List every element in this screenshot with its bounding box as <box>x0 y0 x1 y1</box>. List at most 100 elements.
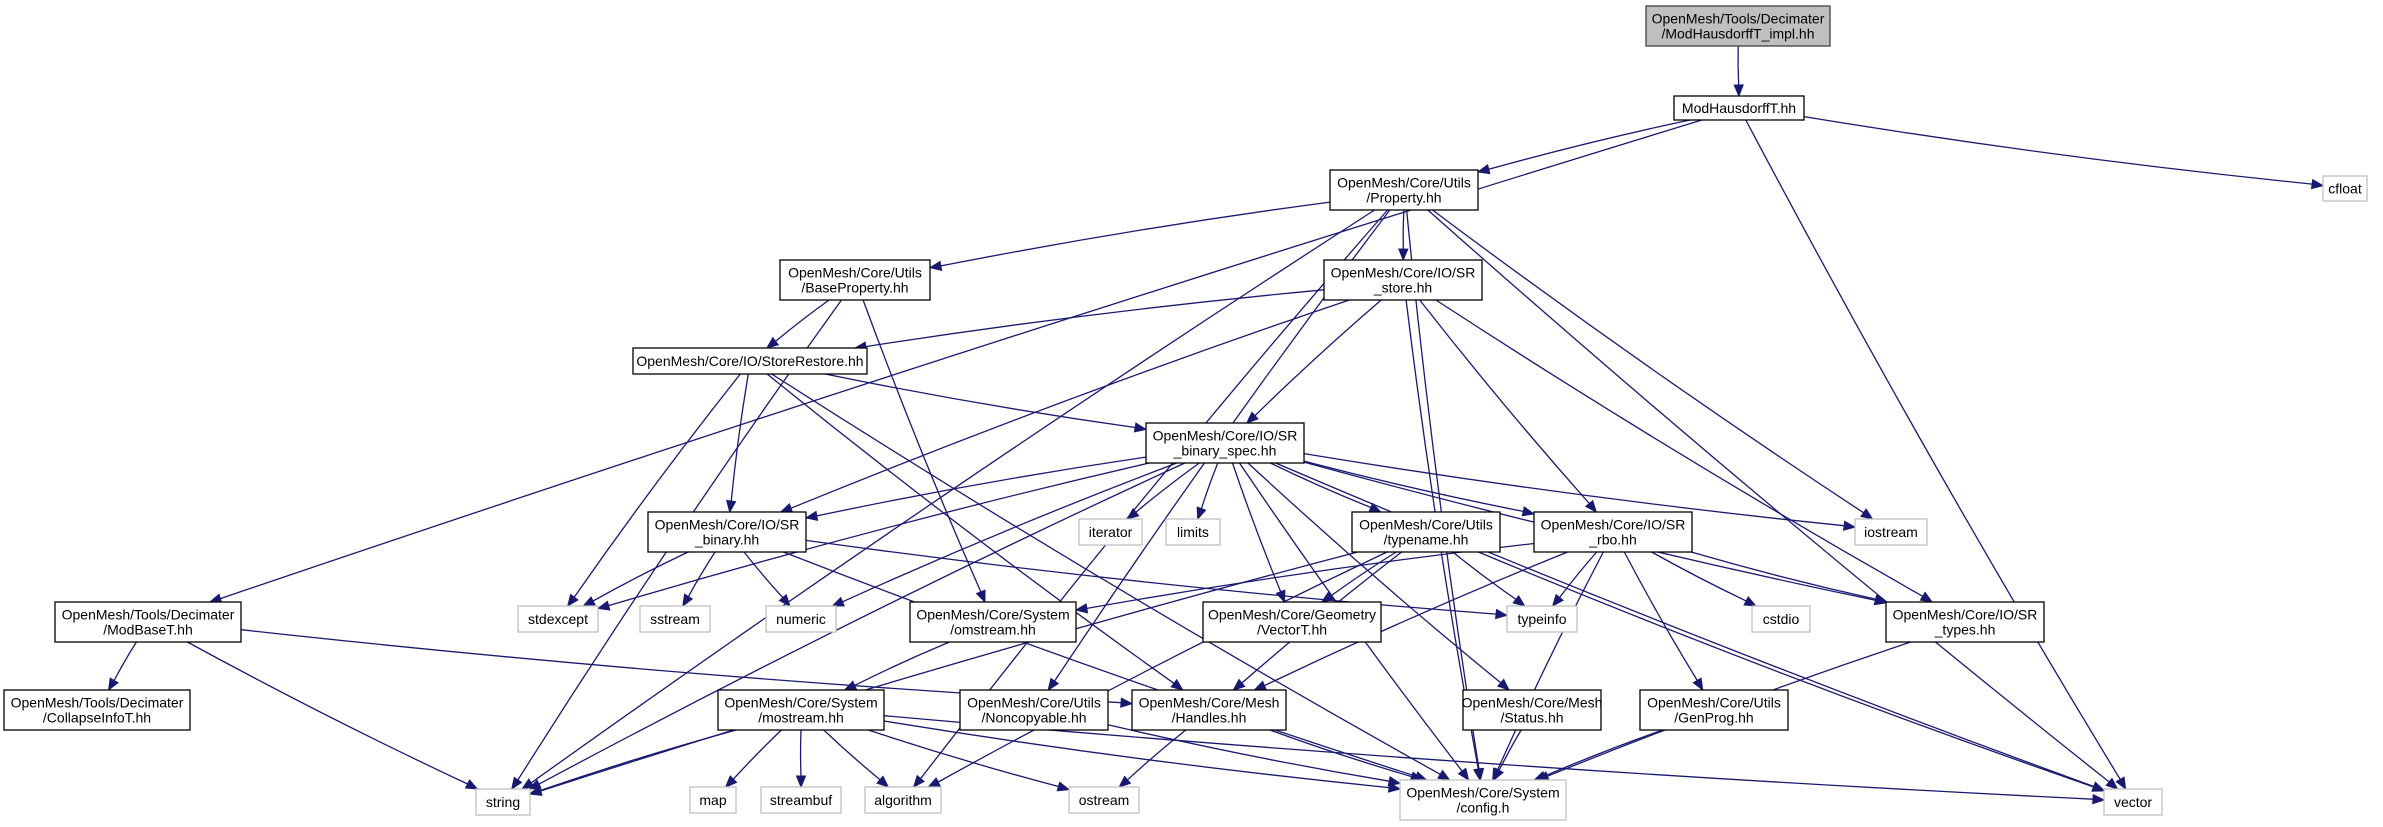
arrowhead-icon <box>1874 594 1889 605</box>
node-label: _binary_spec.hh <box>1173 443 1277 459</box>
graph-node-srbinaryspec[interactable]: OpenMesh/Core/IO/SR_binary_spec.hh <box>1145 422 1305 464</box>
graph-node-property[interactable]: OpenMesh/Core/Utils/Property.hh <box>1329 169 1479 211</box>
arrowhead-icon <box>876 775 890 788</box>
node-label: iterator <box>1089 524 1133 540</box>
edge-srbinaryspec-to-typename <box>1269 462 1372 509</box>
graph-node-baseproperty[interactable]: OpenMesh/Core/Utils/BaseProperty.hh <box>779 259 931 301</box>
graph-node-vectort[interactable]: OpenMesh/Core/Geometry/VectorT.hh <box>1202 601 1382 643</box>
arrowhead-icon <box>1133 422 1148 433</box>
node-label: /ModBaseT.hh <box>103 622 193 638</box>
node-label: OpenMesh/Core/IO/SR <box>1331 265 1476 281</box>
node-label: /Noncopyable.hh <box>981 710 1086 726</box>
arrowhead-icon <box>596 600 611 611</box>
arrowhead-icon <box>1387 775 1402 787</box>
arrowhead-icon <box>1196 506 1207 521</box>
node-box <box>717 689 885 731</box>
node-label: OpenMesh/Core/Utils <box>1359 517 1493 533</box>
graph-node-ostream: ostream <box>1068 786 1140 814</box>
node-box <box>517 605 599 633</box>
edge-storerestore-to-stdexcept <box>573 373 741 598</box>
arrowhead-icon <box>107 677 119 692</box>
node-box <box>1165 518 1221 546</box>
graph-node-mostream[interactable]: OpenMesh/Core/System/mostream.hh <box>717 689 885 731</box>
node-label: OpenMesh/Core/Mesh <box>1462 695 1603 711</box>
edge-root-to-modhausdorff <box>1737 45 1740 86</box>
edge-srrbo-to-typeinfo <box>1559 551 1598 598</box>
node-box <box>1751 605 1811 633</box>
node-box <box>1145 422 1305 464</box>
graph-node-iterator: iterator <box>1078 518 1143 546</box>
node-label: _rbo.hh <box>1588 532 1636 548</box>
graph-node-genprog[interactable]: OpenMesh/Core/Utils/GenProg.hh <box>1639 689 1789 731</box>
arrowhead-icon <box>927 777 941 788</box>
edge-srbinaryspec-to-iostream <box>1303 452 1845 527</box>
graph-node-typeinfo: typeinfo <box>1506 605 1578 633</box>
node-label: /typename.hh <box>1384 532 1469 548</box>
arrowhead-icon <box>1398 248 1409 262</box>
graph-node-noncopyable[interactable]: OpenMesh/Core/Utils/Noncopyable.hh <box>959 689 1109 731</box>
edge-srbinary-to-config <box>783 551 1417 777</box>
arrowhead-icon <box>2105 777 2119 790</box>
node-box <box>909 601 1077 643</box>
edge-srbinary-to-sstream <box>687 551 716 597</box>
graph-node-modbase[interactable]: OpenMesh/Tools/Decimater/ModBaseT.hh <box>54 601 242 643</box>
arrowhead-icon <box>2091 781 2106 792</box>
node-label: OpenMesh/Tools/Decimater <box>11 695 184 711</box>
arrowhead-icon <box>1495 608 1509 620</box>
graph-node-root[interactable]: OpenMesh/Tools/Decimater/ModHausdorffT_i… <box>1645 5 1831 47</box>
arrowhead-icon <box>726 499 737 514</box>
node-box <box>1854 518 1928 546</box>
edge-srbinaryspec-to-limits <box>1200 462 1219 509</box>
node-box <box>475 788 531 816</box>
edge-mostream-to-ostream <box>868 729 1059 788</box>
node-box <box>959 689 1109 731</box>
edge-handles-to-ostream <box>1127 729 1187 781</box>
edge-omstream-to-mostream <box>854 641 950 686</box>
edge-baseproperty-to-storerestore <box>775 299 830 342</box>
graph-node-map: map <box>689 786 737 814</box>
edge-mostream-to-config <box>883 720 1390 789</box>
graph-node-srrbo[interactable]: OpenMesh/Core/IO/SR_rbo.hh <box>1533 511 1693 553</box>
arrowhead-icon <box>2115 776 2127 791</box>
node-label: cfloat <box>2328 181 2362 197</box>
node-label: limits <box>1177 524 1209 540</box>
graph-node-srstore[interactable]: OpenMesh/Core/IO/SR_store.hh <box>1323 259 1483 301</box>
node-label: OpenMesh/Core/IO/StoreRestore.hh <box>636 353 863 369</box>
graph-node-srtypes[interactable]: OpenMesh/Core/IO/SR_types.hh <box>1885 601 2045 643</box>
node-label: /mostream.hh <box>758 710 844 726</box>
edge-storerestore-to-srbinaryspec <box>825 373 1136 429</box>
node-label: /BaseProperty.hh <box>801 280 908 296</box>
node-label: OpenMesh/Core/System <box>916 607 1069 623</box>
arrowhead-icon <box>2092 793 2106 805</box>
edge-srstore-to-srbinary <box>790 299 1350 509</box>
node-label: _binary.hh <box>694 532 759 548</box>
graph-node-modhausdorff[interactable]: ModHausdorffT.hh <box>1673 95 1805 121</box>
graph-node-status[interactable]: OpenMesh/Core/Mesh/Status.hh <box>1462 689 1603 731</box>
arrowhead-icon <box>804 510 819 522</box>
edge-storerestore-to-config <box>771 373 1441 775</box>
graph-node-typename[interactable]: OpenMesh/Core/Utils/typename.hh <box>1351 511 1501 553</box>
edge-srbinaryspec-to-stdexcept <box>608 462 1150 607</box>
node-label: OpenMesh/Core/Utils <box>1647 695 1781 711</box>
arrowhead-icon <box>1842 520 1857 531</box>
graph-node-handles[interactable]: OpenMesh/Core/Mesh/Handles.hh <box>1131 689 1287 731</box>
edge-modhausdorff-to-modbase <box>220 119 1703 600</box>
node-label: OpenMesh/Core/IO/SR <box>1153 428 1298 444</box>
edge-modhausdorff-to-vector <box>1745 119 2121 780</box>
node-label: OpenMesh/Core/IO/SR <box>1893 607 2038 623</box>
edge-srstore-to-storerestore <box>865 289 1325 348</box>
graph-node-omstream[interactable]: OpenMesh/Core/System/omstream.hh <box>909 601 1077 643</box>
graph-node-collapseinfo[interactable]: OpenMesh/Tools/Decimater/CollapseInfoT.h… <box>3 689 191 731</box>
graph-node-srbinary[interactable]: OpenMesh/Core/IO/SR_binary.hh <box>647 511 807 553</box>
graph-node-storerestore[interactable]: OpenMesh/Core/IO/StoreRestore.hh <box>632 347 868 375</box>
node-box <box>1068 786 1140 814</box>
arrowhead-icon <box>1437 769 1451 781</box>
node-box <box>1885 601 2045 643</box>
node-box <box>1351 511 1501 553</box>
node-label: /VectorT.hh <box>1257 622 1327 638</box>
node-label: OpenMesh/Core/Utils <box>788 265 922 281</box>
node-box <box>2322 175 2368 202</box>
arrowhead-icon <box>1170 678 1184 691</box>
node-label: /config.h <box>1457 800 1510 816</box>
edge-srbinaryspec-to-vectort <box>1231 462 1282 592</box>
